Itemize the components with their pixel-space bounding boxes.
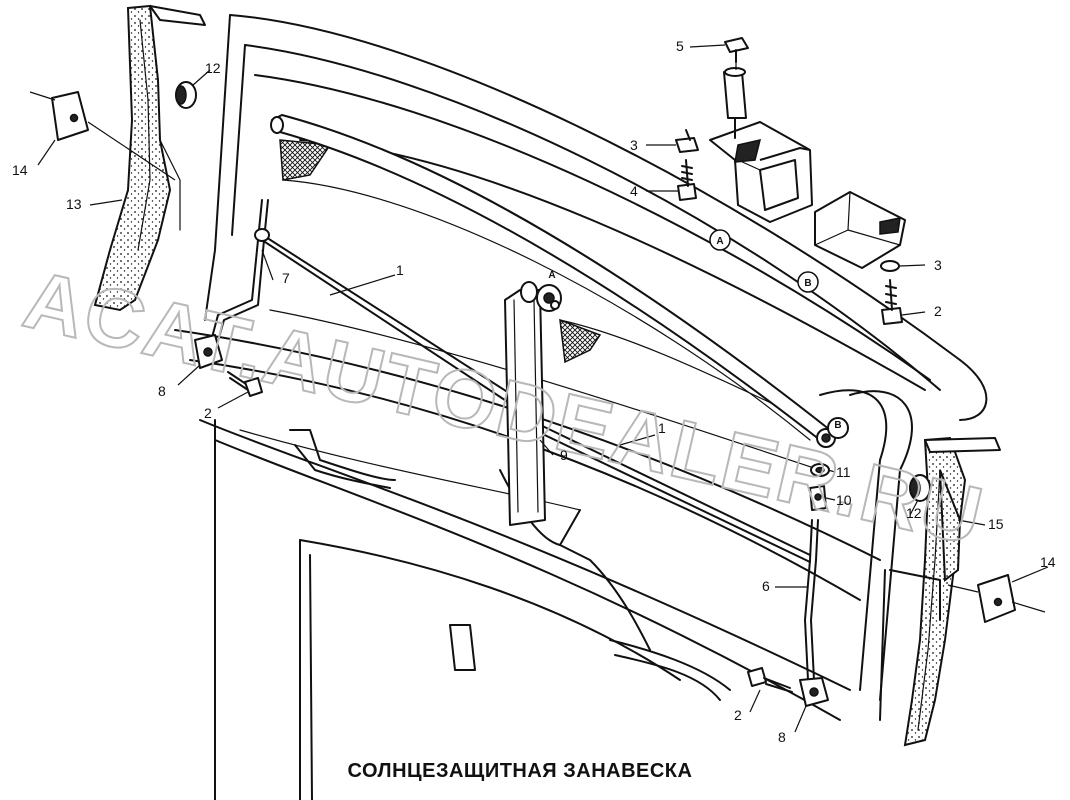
left-bracket [194,334,223,369]
callout-14-left: 14 [12,162,28,178]
callout-12-left: 12 [205,60,221,76]
callout-3-top: 3 [630,137,638,153]
screw-right [747,667,793,693]
detail-b-screw-3 [880,260,900,272]
center-handle [504,281,562,526]
right-pillar-trim [879,436,1001,747]
detail-a-bracket [709,37,813,223]
right-bracket [799,677,829,707]
section-b-mark: B [834,420,841,431]
callout-2-left: 2 [204,405,212,421]
callout-7: 7 [282,270,290,286]
detail-a-screw-4 [677,159,697,201]
callout-4: 4 [630,183,638,199]
callout-3-right: 3 [934,257,942,273]
curtain-panels [269,139,831,471]
callout-labels: 12 14 13 5 3 4 3 2 1 7 8 2 9 1 11 10 12 … [12,38,1056,745]
left-cap-12 [175,81,197,109]
callout-15: 15 [988,516,1004,532]
right-rod [804,519,819,681]
leader-lines [37,44,1049,733]
curtain-rod-lower [257,231,811,563]
callout-1-top: 1 [396,262,404,278]
curtain-rail-upper [270,114,849,448]
cab-body [174,14,988,800]
callout-6: 6 [762,578,770,594]
left-rod [209,199,270,349]
left-clip-14 [29,91,176,181]
stop-10 [809,485,827,511]
callout-8-right: 8 [778,729,786,745]
callout-9: 9 [560,447,568,463]
detail-a-screw-3 [675,129,699,153]
diagram-title: СОЛНЦЕЗАЩИТНАЯ ЗАНАВЕСКА [347,760,693,782]
callout-5: 5 [676,38,684,54]
callout-2-bottom: 2 [734,707,742,723]
callout-10: 10 [836,492,852,508]
detail-b-screw-2 [881,279,903,325]
detail-view-marker-a: A [709,229,731,251]
left-pillar-trim [93,4,206,312]
callout-14-right: 14 [1040,554,1056,570]
callout-8-left: 8 [158,383,166,399]
callout-11: 11 [836,464,851,480]
callout-13: 13 [66,196,82,212]
detail-view-marker-b: B [797,271,819,293]
section-a-mark: A [548,270,555,281]
screw-left [227,371,263,397]
callout-2-right-top: 2 [934,303,942,319]
callout-1-lower: 1 [658,420,666,436]
detail-b-label: B [804,278,811,289]
watermark: ACAT.AUTODEALER.RU [16,254,992,563]
right-cap-12 [909,474,931,502]
callout-12-right: 12 [906,505,922,521]
detail-a-label: A [716,236,723,247]
detail-b-bracket [814,191,906,269]
right-clip-14 [947,574,1046,623]
